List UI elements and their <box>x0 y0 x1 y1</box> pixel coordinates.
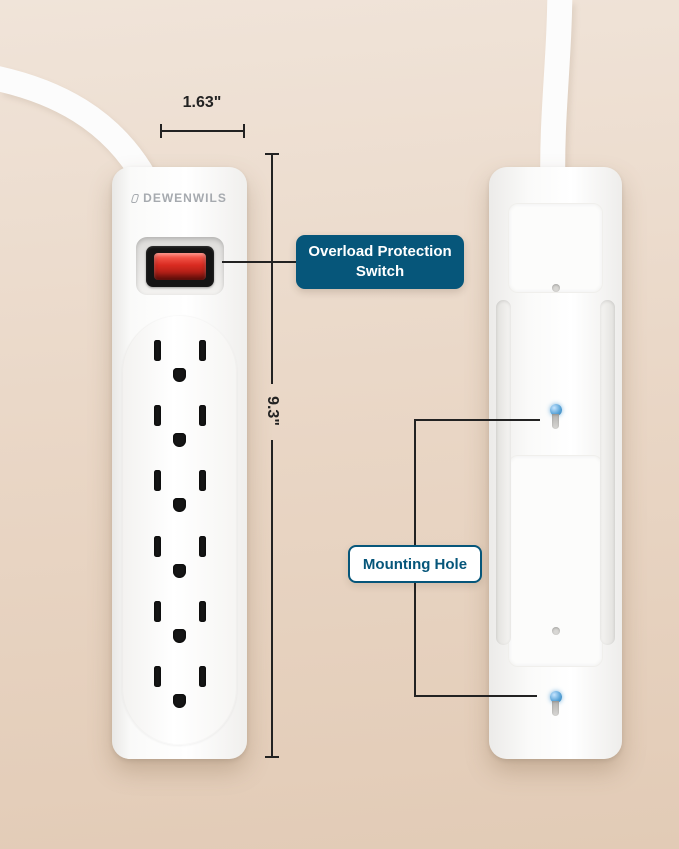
mounting-leader-bottom-vertical <box>414 583 416 697</box>
outlet-neutral-slot <box>153 535 161 557</box>
outlet-ground-hole <box>173 563 186 578</box>
power-strip-front-view: DEWENWILS <box>112 167 247 759</box>
outlet-slots <box>153 340 206 362</box>
mounting-hole-top-dot <box>549 404 562 416</box>
outlet-ground-hole <box>173 693 186 708</box>
brand-logo: DEWENWILS <box>112 191 247 205</box>
back-upper-recess <box>508 203 603 293</box>
outlet-hot-slot <box>198 535 206 557</box>
outlet-slots <box>153 405 206 427</box>
mounting-callout-box: Mounting Hole <box>348 545 482 583</box>
overload-switch-frame <box>145 245 214 287</box>
mounting-hole-bottom-slot <box>552 701 559 716</box>
mounting-leader-top-vertical <box>414 419 416 545</box>
height-dimension-line-upper <box>271 153 273 384</box>
outlet-hot-slot <box>198 340 206 362</box>
brand-logo-icon <box>130 193 140 203</box>
back-strip-cord <box>540 0 573 199</box>
power-outlet <box>144 535 216 590</box>
outlet-slots <box>153 665 206 687</box>
back-screw-bottom <box>551 627 560 635</box>
width-dimension-label: 1.63" <box>182 94 222 111</box>
outlet-hot-slot <box>198 470 206 492</box>
height-dimension-line-lower <box>271 440 273 758</box>
height-dimension-label: 9.3" <box>263 396 281 426</box>
outlet-neutral-slot <box>153 340 161 362</box>
mounting-hole-top-slot <box>552 414 559 429</box>
mounting-hole-top <box>549 404 562 429</box>
width-dimension-line <box>160 130 245 132</box>
mounting-hole-bottom <box>549 691 562 716</box>
back-right-groove <box>600 300 615 645</box>
back-screw-top <box>551 284 560 292</box>
width-dimension-tick-left <box>160 124 162 138</box>
width-dimension-tick-right <box>243 124 245 138</box>
outlet-neutral-slot <box>153 600 161 622</box>
outlet-ground-hole <box>173 368 186 383</box>
outlet-slots <box>153 600 206 622</box>
switch-recess <box>135 237 224 295</box>
overload-callout-box: Overload Protection Switch <box>296 235 464 289</box>
outlet-hot-slot <box>198 600 206 622</box>
outlet-ground-hole <box>173 433 186 448</box>
mounting-leader-bottom-horizontal <box>414 695 537 697</box>
outlet-neutral-slot <box>153 470 161 492</box>
outlet-neutral-slot <box>153 405 161 427</box>
power-outlet <box>144 470 216 524</box>
outlet-neutral-slot <box>153 665 161 687</box>
back-left-groove <box>496 300 511 645</box>
power-outlet <box>144 665 216 720</box>
outlet-hot-slot <box>198 405 206 427</box>
power-outlet <box>144 340 216 394</box>
overload-switch-rocker <box>153 252 206 280</box>
outlet-column <box>122 315 237 745</box>
outlet-hot-slot <box>198 665 206 687</box>
mounting-leader-top-horizontal <box>414 419 540 421</box>
mounting-hole-bottom-dot <box>549 691 562 703</box>
back-lower-recess <box>508 455 603 667</box>
power-outlet <box>144 600 216 655</box>
front-strip-cord <box>0 66 162 199</box>
outlet-ground-hole <box>173 498 186 513</box>
overload-callout-leader <box>222 261 296 263</box>
height-dimension-tick-bottom <box>265 756 279 758</box>
power-strip-back-view <box>489 167 622 759</box>
brand-name: DEWENWILS <box>143 191 227 205</box>
outlet-ground-hole <box>173 628 186 643</box>
power-outlet <box>144 405 216 459</box>
outlet-slots <box>153 470 206 492</box>
outlet-slots <box>153 535 206 557</box>
